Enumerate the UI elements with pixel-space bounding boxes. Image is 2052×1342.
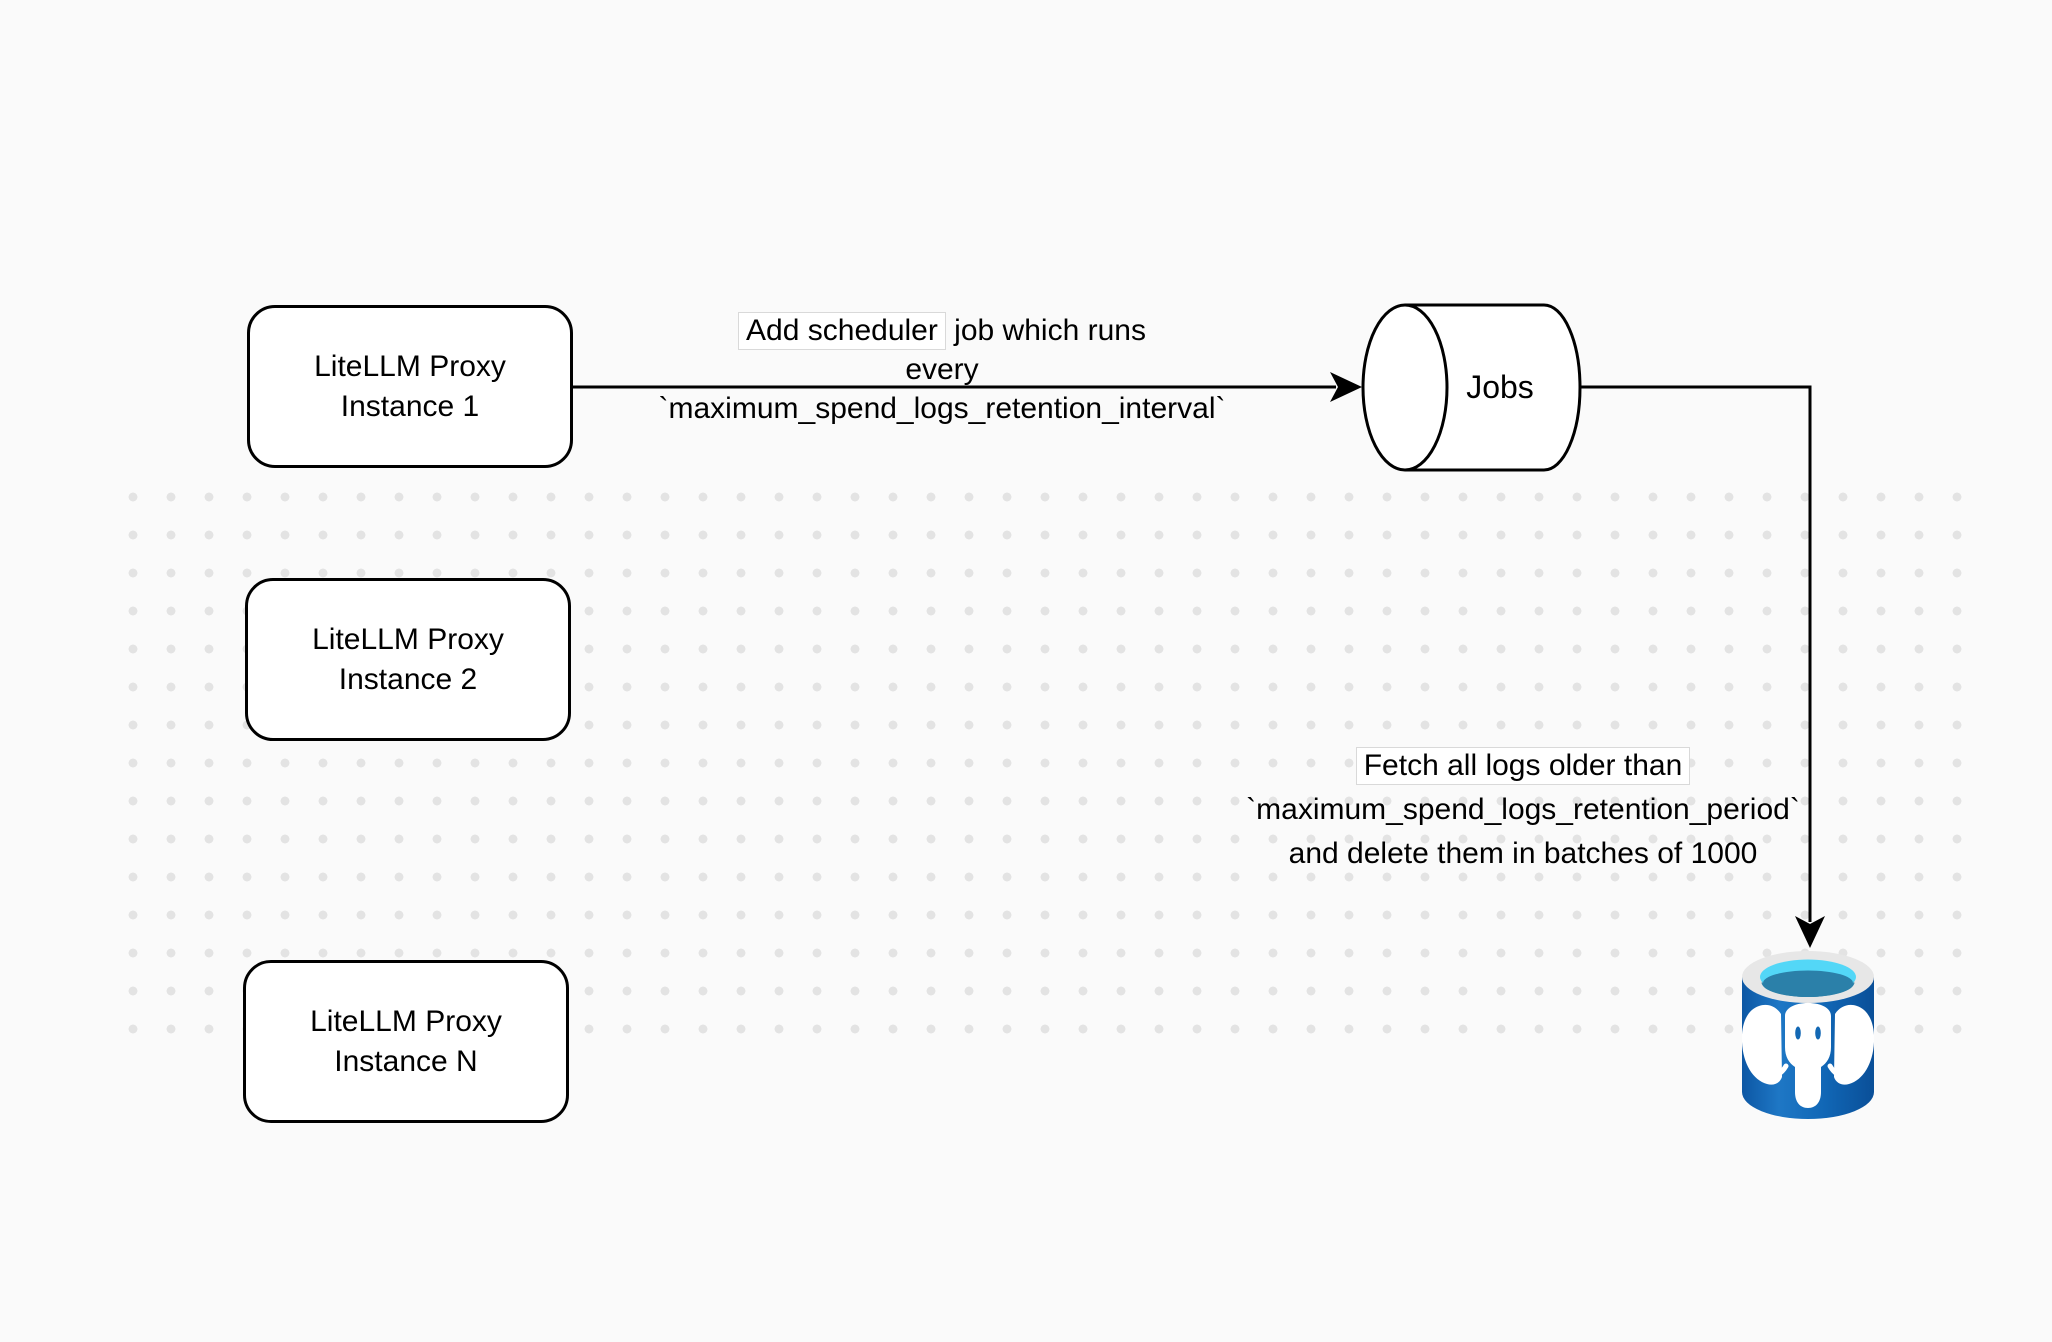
edge-label-scheduler-boxed-text: Add scheduler xyxy=(738,312,946,350)
edge-label-scheduler-line2: every `maximum_spend_logs_retention_inte… xyxy=(658,353,1226,425)
node-litellm-proxy-instance-1: LiteLLM Proxy Instance 1 xyxy=(247,305,573,468)
jobs-node-label: Jobs xyxy=(1466,369,1534,405)
edge-label-scheduler-line1: Add scheduler job which runs xyxy=(642,311,1242,350)
edge-label-fetch-line3: and delete them in batches of 1000 xyxy=(1288,837,1758,870)
edge-label-fetch-line2: `maximum_spend_logs_retention_period` xyxy=(1246,793,1800,826)
edge-label-scheduler: Add scheduler job which runs every `maxi… xyxy=(642,311,1242,428)
edge-label-fetch: Fetch all logs older than `maximum_spend… xyxy=(1223,744,1823,876)
edge-label-scheduler-rest-text: job which runs xyxy=(945,314,1146,347)
edge-label-fetch-boxed-text: Fetch all logs older than xyxy=(1355,747,1691,785)
node-litellm-proxy-instance-2: LiteLLM Proxy Instance 2 xyxy=(245,578,571,741)
node-litellm-proxy-instance-n: LiteLLM Proxy Instance N xyxy=(243,960,569,1123)
edge-label-fetch-line1: Fetch all logs older than xyxy=(1223,744,1823,788)
arrowhead-right-icon xyxy=(1330,372,1362,402)
